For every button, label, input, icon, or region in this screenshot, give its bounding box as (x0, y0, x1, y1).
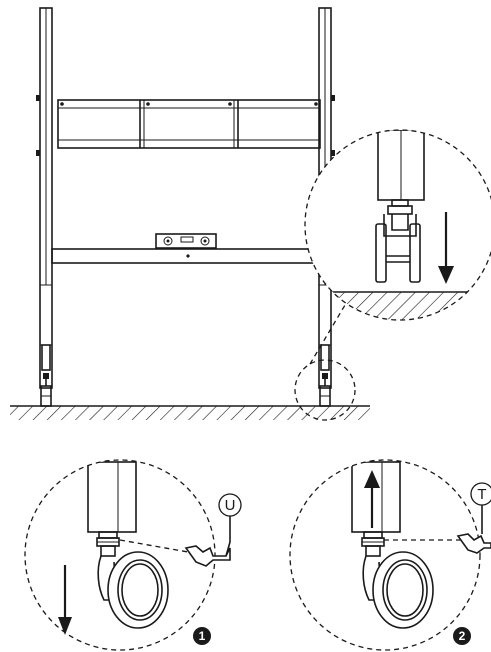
step-2-number: 2 (459, 629, 466, 643)
tool-label-t: T (477, 486, 486, 503)
arrow-up-icon (364, 470, 380, 528)
floor-hatch (10, 405, 370, 420)
arrow-down-icon (438, 212, 454, 284)
tool-label-u: U (225, 497, 236, 514)
wrench-icon (456, 505, 491, 554)
wrench-icon (184, 512, 231, 567)
spirit-level-icon (155, 233, 217, 249)
step-1-detail: U 1 (24, 459, 242, 651)
enlarged-caster-detail (304, 129, 491, 321)
step-1-number: 1 (199, 629, 206, 643)
step-2-detail: T 2 (289, 459, 491, 651)
detail-callout (294, 299, 356, 421)
caster-left (40, 373, 52, 407)
arrow-down-icon (58, 565, 72, 635)
lower-crossbar (51, 248, 320, 264)
step-1-badge (193, 627, 211, 645)
caster-right (319, 373, 331, 407)
step-2-badge (453, 627, 471, 645)
stand-frame (10, 7, 370, 420)
wall-mount-bracket (57, 99, 321, 149)
